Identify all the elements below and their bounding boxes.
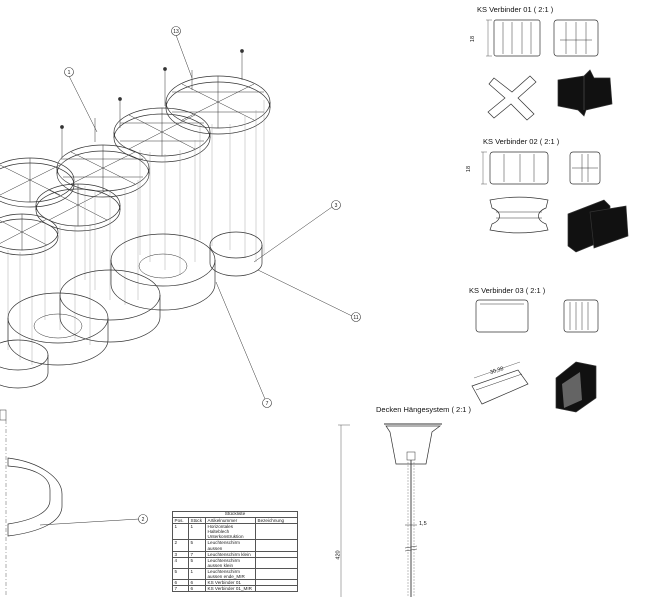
- ks-verbinder-03-title: KS Verbinder 03 ( 2:1 ): [469, 286, 546, 295]
- balloon-11: 11: [353, 315, 358, 321]
- bom-cell: [255, 567, 298, 580]
- ks-verbinder-02-title: KS Verbinder 02 ( 2:1 ): [483, 137, 560, 146]
- bom-cell: Leuchtenschirm aussen ende_MIR: [205, 567, 256, 580]
- bom-cell: 5: [188, 539, 206, 552]
- bom-cell: 6: [188, 584, 206, 592]
- drop-lines: [7, 100, 265, 365]
- balloon-leaders: [39, 34, 353, 526]
- bom-cell: 2: [172, 539, 189, 552]
- ks02-height-dimension: 18: [466, 165, 473, 173]
- bom-cell: [255, 556, 298, 569]
- bom-cell: 1: [188, 567, 206, 580]
- lamp-shades: [0, 231, 263, 596]
- bom-header-description: Bezeichnung: [255, 517, 298, 525]
- balloon-13: 13: [173, 29, 179, 35]
- ceiling-system-title: Decken Hängesystem ( 2:1 ): [376, 405, 472, 414]
- bom-title: Stückliste: [172, 511, 298, 518]
- ceiling-length-dimension: 420: [335, 550, 342, 560]
- bom-cell: Leuchtenschirm klein: [205, 550, 256, 558]
- bom-cell: [255, 539, 298, 552]
- balloons: [64, 26, 361, 524]
- exploded-assembly-view: [0, 34, 353, 596]
- ks-verbinder-02-views: [481, 151, 629, 253]
- bom-cell: 5: [172, 567, 189, 580]
- bom-header-row: Pos. Stück Artikelnummer Bezeichnung: [172, 517, 298, 525]
- bom-cell: Horizontales Halteblech Unterkonstruktio…: [205, 523, 256, 541]
- bom-cell: 4: [172, 556, 189, 569]
- bom-cell: 1: [188, 523, 206, 541]
- bom-cell: [255, 584, 298, 592]
- bill-of-materials-table: Stückliste Pos. Stück Artikelnummer Beze…: [172, 511, 298, 592]
- balloon-7: 7: [266, 401, 269, 407]
- ks-verbinder-01-views: [486, 19, 613, 121]
- ks-verbinder-01-title: KS Verbinder 01 ( 2:1 ): [477, 5, 554, 14]
- balloon-2: 2: [142, 517, 145, 523]
- ceiling-gap-dimension: 1,5: [419, 521, 427, 527]
- bom-cell: Leuchtenschirm aussen klein: [205, 556, 256, 569]
- balloon-1: 1: [68, 70, 71, 76]
- ceiling-hanging-system-view: [338, 423, 442, 597]
- bom-cell: 7: [172, 584, 189, 592]
- ks-verbinder-03-views: [471, 299, 599, 413]
- bom-cell: 1: [172, 523, 189, 541]
- bom-cell: 5: [188, 556, 206, 569]
- balloon-3: 3: [335, 203, 338, 209]
- ks01-height-dimension: 18: [470, 35, 477, 43]
- bom-cell: KS Verbinder 01_MIR: [205, 584, 256, 592]
- frame-rings: [0, 49, 271, 256]
- bom-cell: Leuchtenschirm aussen: [205, 539, 256, 552]
- bom-cell: [255, 523, 298, 541]
